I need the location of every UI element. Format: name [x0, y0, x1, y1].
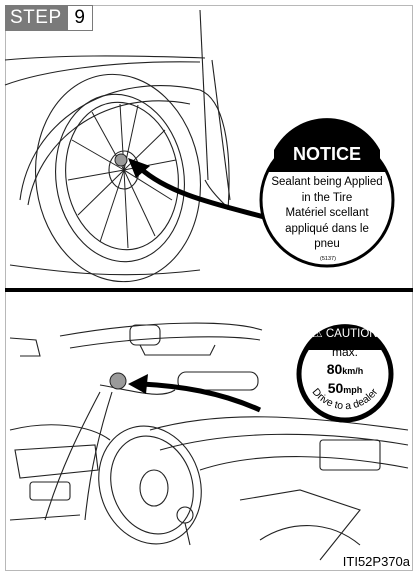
caution-title: ⚠ CAUTION [305, 327, 385, 341]
notice-code: (5137) [300, 256, 356, 262]
speed-kmh-unit: km/h [342, 366, 363, 376]
tire-sticker-location [115, 154, 127, 166]
notice-line: pneu [268, 237, 386, 253]
arrow-to-wheel [140, 168, 268, 218]
notice-line: in the Tire [268, 191, 386, 207]
notice-line: Sealant being Applied [268, 175, 386, 191]
speed-mph-unit: mph [343, 385, 362, 395]
caution-speed-mph: 50mph [305, 380, 385, 396]
section-divider [5, 288, 413, 292]
caution-sticker-location [110, 373, 126, 389]
caution-speed-kmh: 80km/h [305, 361, 385, 377]
speed-mph-value: 50 [328, 380, 344, 396]
caution-max-label: max. [310, 345, 380, 359]
notice-line: Matériel scellant [268, 206, 386, 222]
notice-line: appliqué dans le [268, 222, 386, 238]
image-code: ITI52P370a [343, 554, 410, 569]
notice-title: NOTICE [273, 143, 381, 165]
speed-kmh-value: 80 [327, 361, 343, 377]
notice-text: Sealant being Applied in the Tire Matéri… [268, 175, 386, 253]
arrow-to-mirror [142, 384, 260, 410]
